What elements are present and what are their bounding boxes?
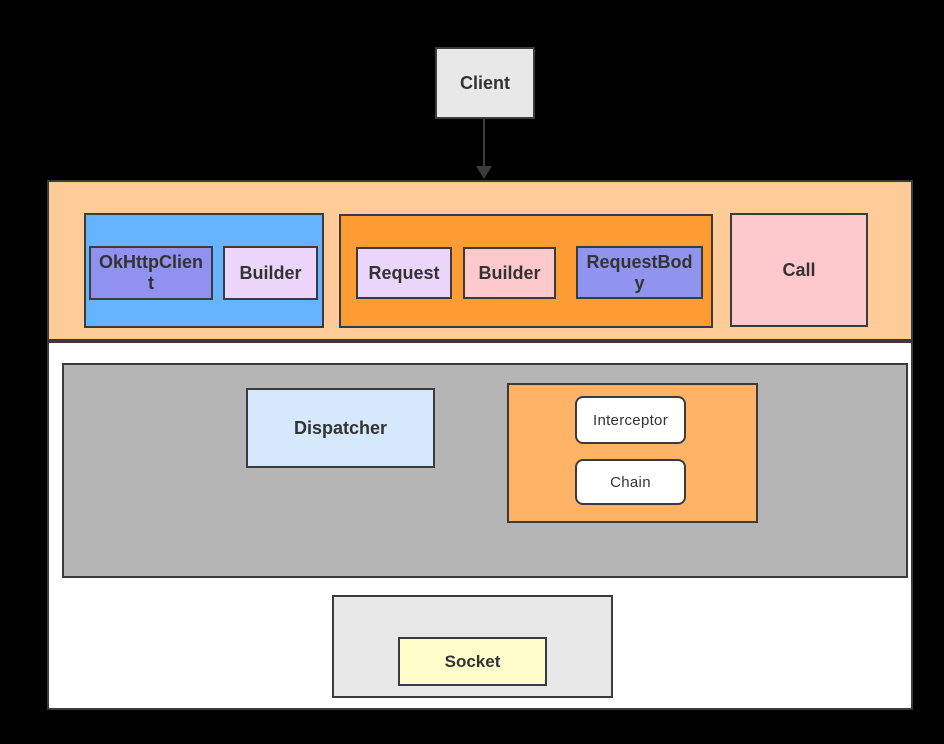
okhttpclient-label: OkHttpClient bbox=[98, 252, 203, 293]
dispatcher-node: Dispatcher bbox=[246, 388, 435, 468]
arrow-down-icon bbox=[476, 166, 492, 179]
client-builder-node: Builder bbox=[223, 246, 318, 300]
client-node: Client bbox=[435, 47, 535, 119]
call-label: Call bbox=[782, 259, 816, 280]
request-label: Request bbox=[368, 262, 440, 283]
interceptor-label: Interceptor bbox=[592, 411, 668, 429]
requestbody-node: RequestBody bbox=[576, 246, 703, 299]
client-arrow-connector bbox=[483, 119, 485, 168]
dispatch-layer-band bbox=[62, 363, 908, 578]
client-builder-label: Builder bbox=[239, 262, 302, 283]
call-node: Call bbox=[730, 213, 868, 327]
request-builder-label: Builder bbox=[478, 262, 541, 283]
client-label: Client bbox=[459, 72, 510, 93]
request-node: Request bbox=[356, 247, 452, 299]
interceptor-node: Interceptor bbox=[575, 396, 686, 444]
socket-label: Socket bbox=[444, 651, 501, 671]
requestbody-label: RequestBody bbox=[586, 251, 693, 293]
socket-node: Socket bbox=[398, 637, 547, 686]
okhttpclient-node: OkHttpClient bbox=[89, 246, 213, 300]
request-builder-node: Builder bbox=[463, 247, 556, 299]
dispatcher-label: Dispatcher bbox=[293, 417, 388, 438]
chain-node: Chain bbox=[575, 459, 686, 505]
chain-label: Chain bbox=[610, 473, 651, 491]
